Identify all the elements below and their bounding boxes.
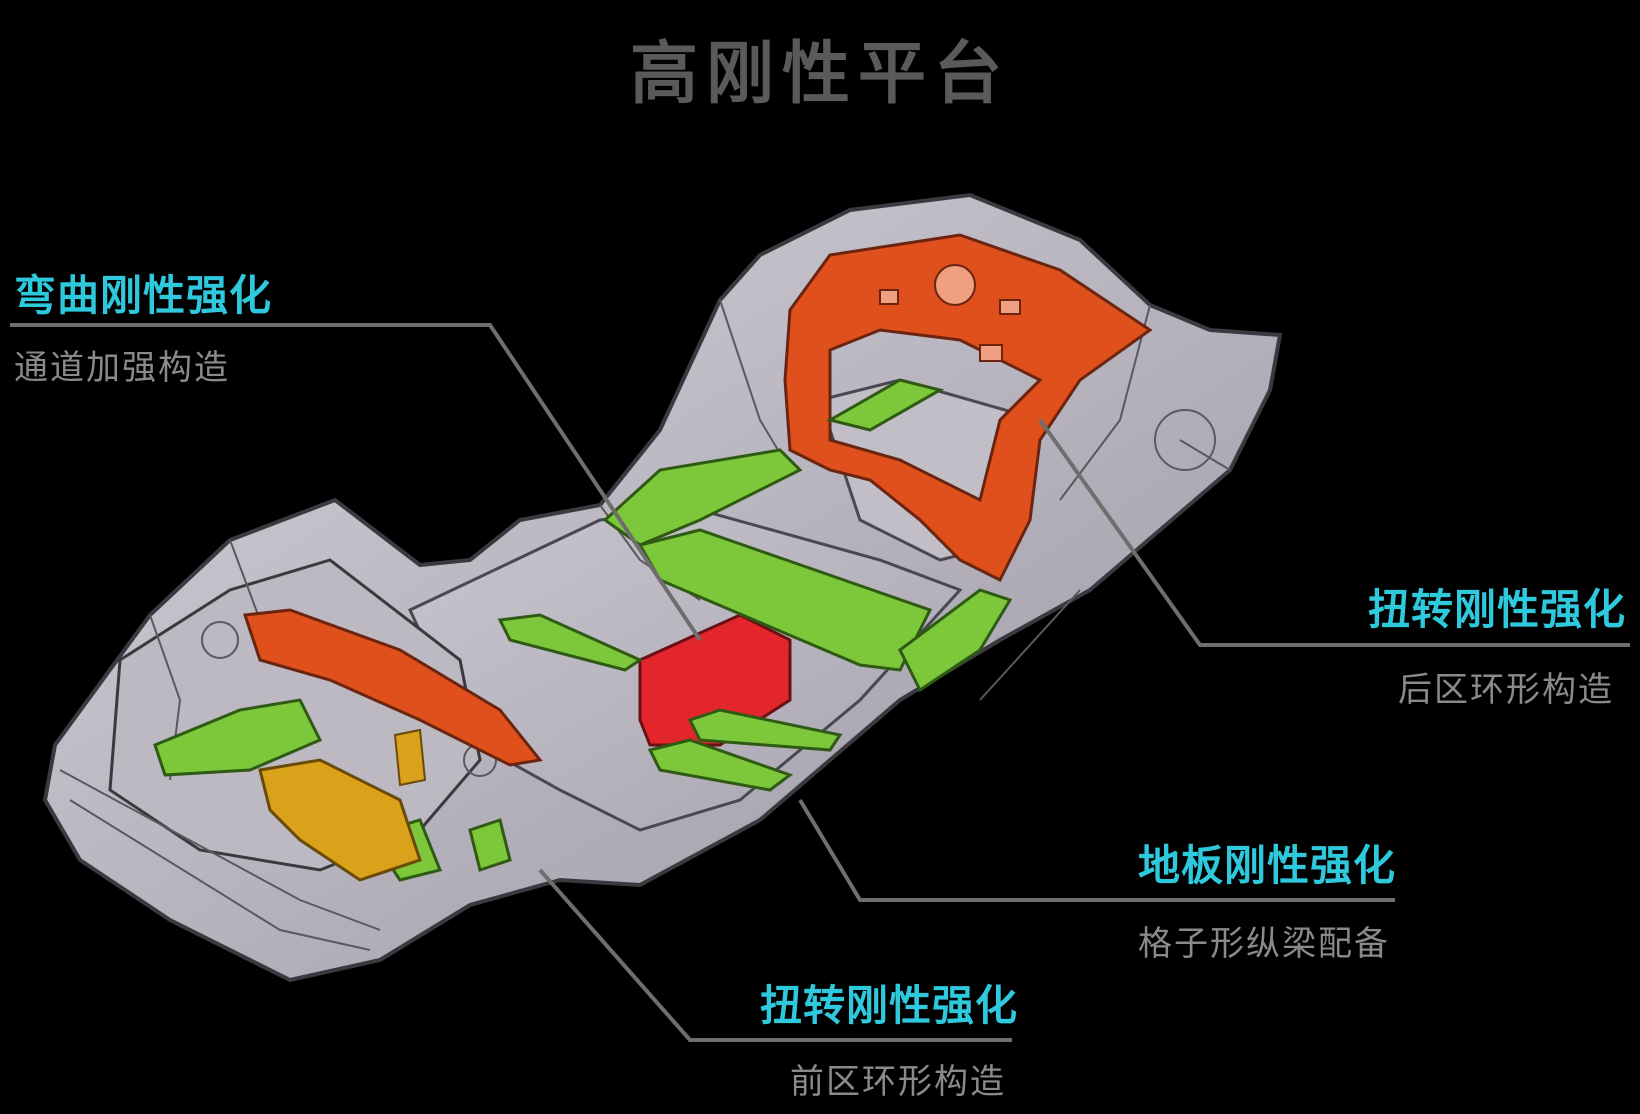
front-subframe-yellow <box>258 758 422 882</box>
leader-lines <box>10 323 1630 1042</box>
leader-line-floor <box>798 798 1395 902</box>
callout-floor-subtitle: 格子形纵梁配备 <box>1138 924 1390 964</box>
leader-line-bending <box>10 323 702 642</box>
callout-torsion-rear-subtitle: 后区环形构造 <box>1398 670 1614 710</box>
callout-torsion-front-subtitle: 前区环形构造 <box>790 1062 1006 1102</box>
floor-crossmember-1 <box>497 613 644 672</box>
front-orange-member <box>242 608 543 767</box>
front-pillar-green <box>468 818 512 872</box>
front-subframe-green <box>153 698 323 777</box>
page-title: 高刚性平台 <box>629 35 1010 114</box>
callout-torsion-rear-title: 扭转刚性强化 <box>1368 585 1627 634</box>
callout-torsion-front-title: 扭转刚性强化 <box>760 981 1019 1030</box>
rear-upper-member <box>826 378 944 432</box>
floor-longitudinal-2 <box>647 738 794 792</box>
floor-crossmember-2 <box>687 708 843 752</box>
rear-sill-right <box>898 588 1013 693</box>
front-bracket-yellow <box>393 728 427 787</box>
rear-ring-structure <box>783 233 1153 583</box>
callout-floor-title: 地板刚性强化 <box>1138 841 1397 890</box>
callout-bending-title: 弯曲刚性强化 <box>14 271 273 320</box>
callout-bending-subtitle: 通道加强构造 <box>14 348 230 388</box>
leader-line-torsion-front <box>538 868 1012 1042</box>
leader-line-torsion-rear <box>1038 418 1630 647</box>
